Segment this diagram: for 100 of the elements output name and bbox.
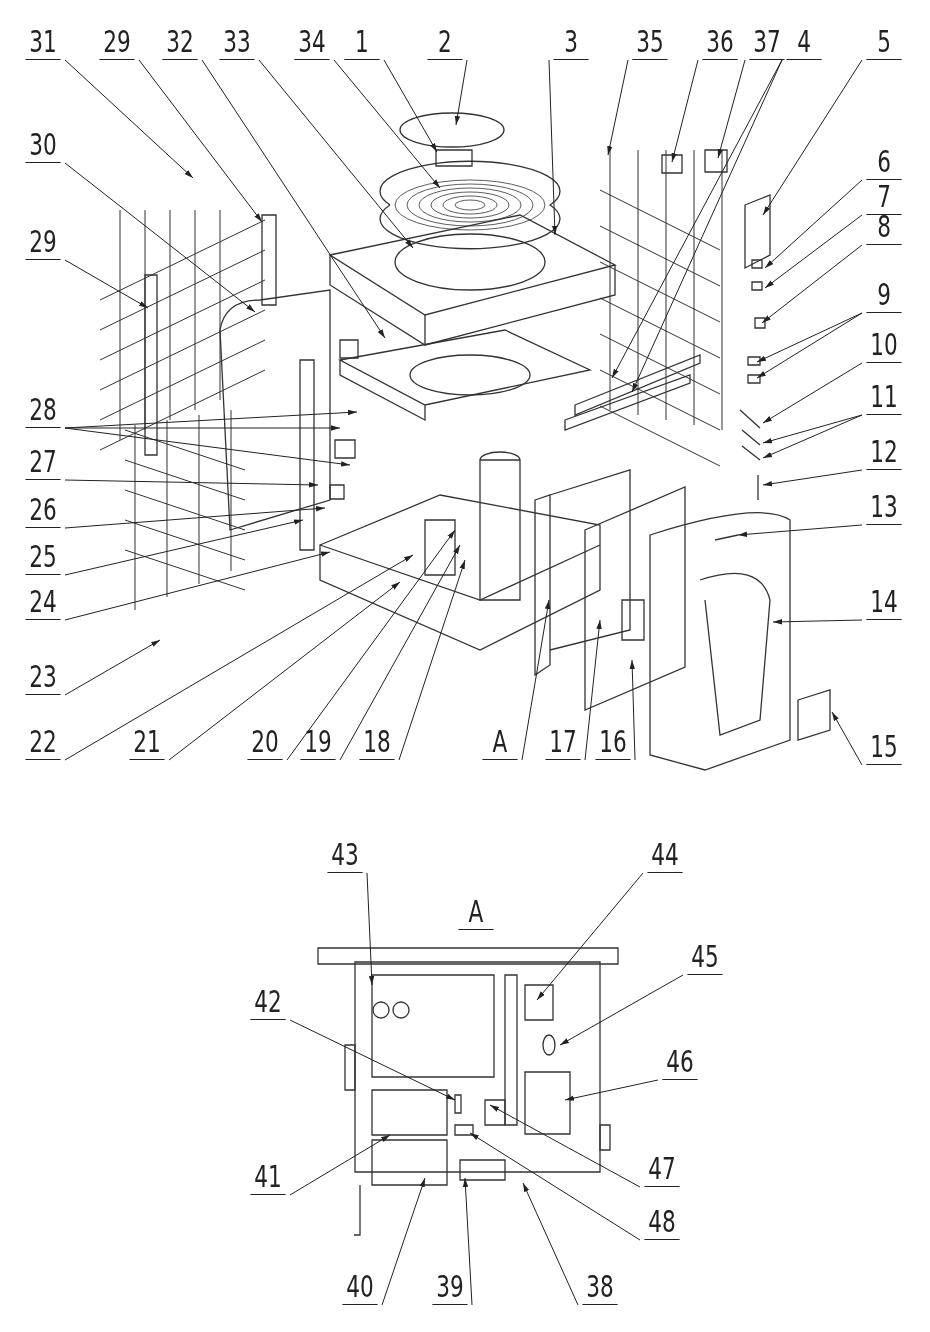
- leader-line: [717, 59, 746, 159]
- leader-line: [454, 59, 468, 126]
- leader-line: [64, 506, 326, 529]
- leader-line: [64, 639, 161, 696]
- callout-number: 17: [545, 725, 581, 760]
- callout-number: 6: [866, 145, 902, 180]
- view-label: A: [458, 895, 494, 930]
- callout-number: 8: [866, 210, 902, 245]
- callout-number: 47: [644, 1152, 680, 1187]
- callout-number: 48: [644, 1205, 680, 1240]
- leader-line: [64, 479, 319, 488]
- leader-line: [737, 524, 863, 537]
- callout-number: 45: [687, 940, 723, 975]
- callout-number: 39: [432, 1270, 468, 1305]
- callout-number: 38: [582, 1270, 618, 1305]
- leader-line: [286, 529, 456, 761]
- leader-line: [764, 214, 863, 289]
- callout-number: 44: [647, 838, 683, 873]
- leader-line: [522, 1182, 579, 1306]
- leader-line: [536, 872, 644, 1001]
- callout-number: 24: [25, 585, 61, 620]
- callout-number: 12: [866, 435, 902, 470]
- callout-number: 1: [344, 25, 380, 60]
- leader-line: [756, 312, 863, 379]
- leader-line: [366, 872, 375, 986]
- callout-number: 20: [247, 725, 283, 760]
- leader-line: [564, 1079, 659, 1101]
- leader-line: [201, 59, 386, 339]
- callout-number: 41: [250, 1160, 286, 1195]
- callout-number: 43: [327, 838, 363, 873]
- leader-line: [521, 599, 551, 761]
- callout-number: 46: [662, 1045, 698, 1080]
- leader-line: [339, 544, 461, 761]
- callout-number: 36: [702, 25, 738, 60]
- callout-number: 2: [427, 25, 463, 60]
- leader-line: [138, 59, 263, 223]
- callout-number: 11: [866, 380, 902, 415]
- leader-line: [469, 1132, 641, 1241]
- leader-line: [462, 1177, 473, 1306]
- leader-line: [762, 414, 863, 459]
- callout-number: 3: [553, 25, 589, 60]
- leader-line: [383, 59, 438, 153]
- leader-line: [398, 559, 466, 761]
- leader-line: [64, 59, 194, 179]
- callout-number: 40: [342, 1270, 378, 1305]
- callout-number: 34: [294, 25, 330, 60]
- callout-number: 30: [25, 128, 61, 163]
- leader-line: [761, 244, 863, 324]
- leader-line: [64, 551, 331, 621]
- leader-line: [64, 554, 414, 761]
- leader-line: [764, 179, 863, 269]
- callout-number: 9: [866, 278, 902, 313]
- leader-line: [762, 59, 863, 216]
- callout-number: 10: [866, 328, 902, 363]
- leader-line: [258, 59, 414, 249]
- callout-number: 26: [25, 493, 61, 528]
- callout-number: 33: [219, 25, 255, 60]
- leader-line: [607, 59, 629, 156]
- leader-line: [489, 1104, 641, 1188]
- callout-number: 27: [25, 445, 61, 480]
- leader-line: [629, 659, 636, 761]
- callout-number: 25: [25, 540, 61, 575]
- callout-number: 31: [25, 25, 61, 60]
- leader-line: [64, 259, 149, 309]
- leader-line: [333, 59, 441, 189]
- leader-line: [168, 581, 401, 761]
- callout-number: 16: [595, 725, 631, 760]
- leader-line: [772, 619, 863, 625]
- callout-number: 22: [25, 725, 61, 760]
- leader-line: [64, 162, 256, 313]
- callout-number: 21: [129, 725, 165, 760]
- callout-number: 29: [25, 225, 61, 260]
- leader-line: [381, 1177, 426, 1306]
- callout-number: 15: [866, 730, 902, 765]
- callout-number: 28: [25, 393, 61, 428]
- callout-number: 23: [25, 660, 61, 695]
- leader-line: [289, 1134, 391, 1196]
- leader-line: [559, 974, 684, 1046]
- callout-number: 7: [866, 180, 902, 215]
- leader-line: [671, 59, 699, 163]
- callout-number: A: [482, 725, 518, 760]
- callout-number: 42: [250, 985, 286, 1020]
- leader-line: [289, 1019, 456, 1101]
- leader-line: [64, 519, 304, 576]
- callout-number: 14: [866, 585, 902, 620]
- callout-number: 5: [866, 25, 902, 60]
- callout-number: 37: [749, 25, 785, 60]
- leader-line: [548, 59, 558, 236]
- callout-number: 19: [300, 725, 336, 760]
- leader-line: [584, 619, 602, 761]
- leader-line: [762, 362, 863, 424]
- callout-number: 29: [99, 25, 135, 60]
- leader-line: [831, 711, 863, 766]
- leader-line: [64, 427, 351, 467]
- callout-number: 35: [632, 25, 668, 60]
- callout-number: 32: [162, 25, 198, 60]
- callout-number: 13: [866, 490, 902, 525]
- callout-number: 18: [359, 725, 395, 760]
- leader-line: [762, 414, 863, 444]
- leader-line: [64, 409, 358, 429]
